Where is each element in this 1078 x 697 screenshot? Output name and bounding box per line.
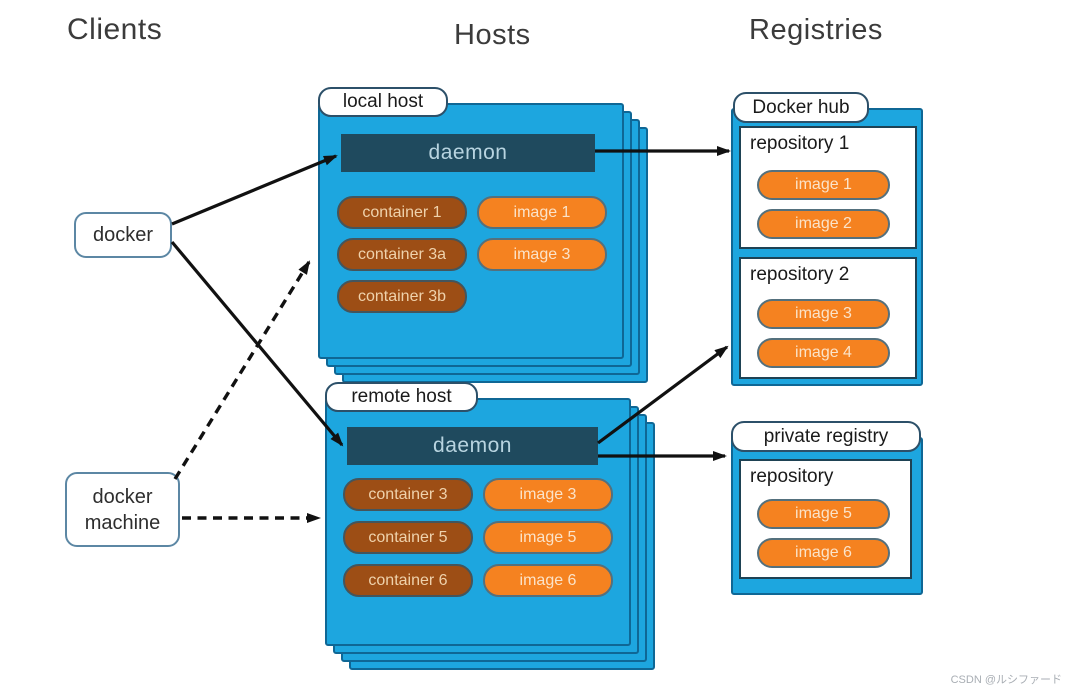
container-pill: container 3 [343,478,473,511]
private-registry-tab: private registry [731,421,921,452]
docker-hub-tab-label: Docker hub [752,96,850,118]
remote-host-tab-label: remote host [351,386,452,407]
header-registries: Registries [749,14,883,46]
remote-host-daemon-bar: daemon [347,427,598,465]
watermark: CSDN @ルシファード [950,674,1062,686]
docker-hub-tab: Docker hub [733,92,869,123]
client-docker-machine-label: docker machine [84,485,161,534]
image-pill: image 1 [757,170,890,200]
local-host-daemon-bar: daemon [341,134,595,172]
client-docker-label: docker [92,224,154,246]
daemon-label: daemon [428,141,508,164]
container-pill: container 5 [343,521,473,554]
repository-label: repository 2 [750,264,850,285]
image-pill: image 6 [483,564,613,597]
arrow-docker-to-remote-daemon [170,240,344,447]
image-pill: image 4 [757,338,890,368]
dashed-arrow-docker-machine-to-local-host [173,260,311,480]
image-pill: image 3 [477,238,607,271]
image-pill: image 5 [757,499,890,529]
image-pill: image 1 [477,196,607,229]
local-host-tab-label: local host [342,91,424,112]
repository-label: repository 1 [750,133,850,154]
container-pill: container 3b [337,280,467,313]
local-host-tab: local host [318,87,448,117]
daemon-label: daemon [433,434,512,457]
header-hosts: Hosts [454,19,531,51]
header-clients: Clients [67,13,163,46]
remote-host-tab: remote host [325,382,478,412]
container-pill: container 6 [343,564,473,597]
image-pill: image 3 [483,478,613,511]
client-docker-machine-box: docker machine [65,472,180,547]
private-registry-tab-label: private registry [763,425,889,447]
image-pill: image 2 [757,209,890,239]
image-pill: image 6 [757,538,890,568]
image-pill: image 5 [483,521,613,554]
container-pill: container 1 [337,196,467,229]
image-pill: image 3 [757,299,890,329]
repository-label: repository [750,466,834,487]
container-pill: container 3a [337,238,467,271]
arrow-docker-to-local-daemon [171,154,338,226]
client-docker-box: docker [74,212,172,258]
